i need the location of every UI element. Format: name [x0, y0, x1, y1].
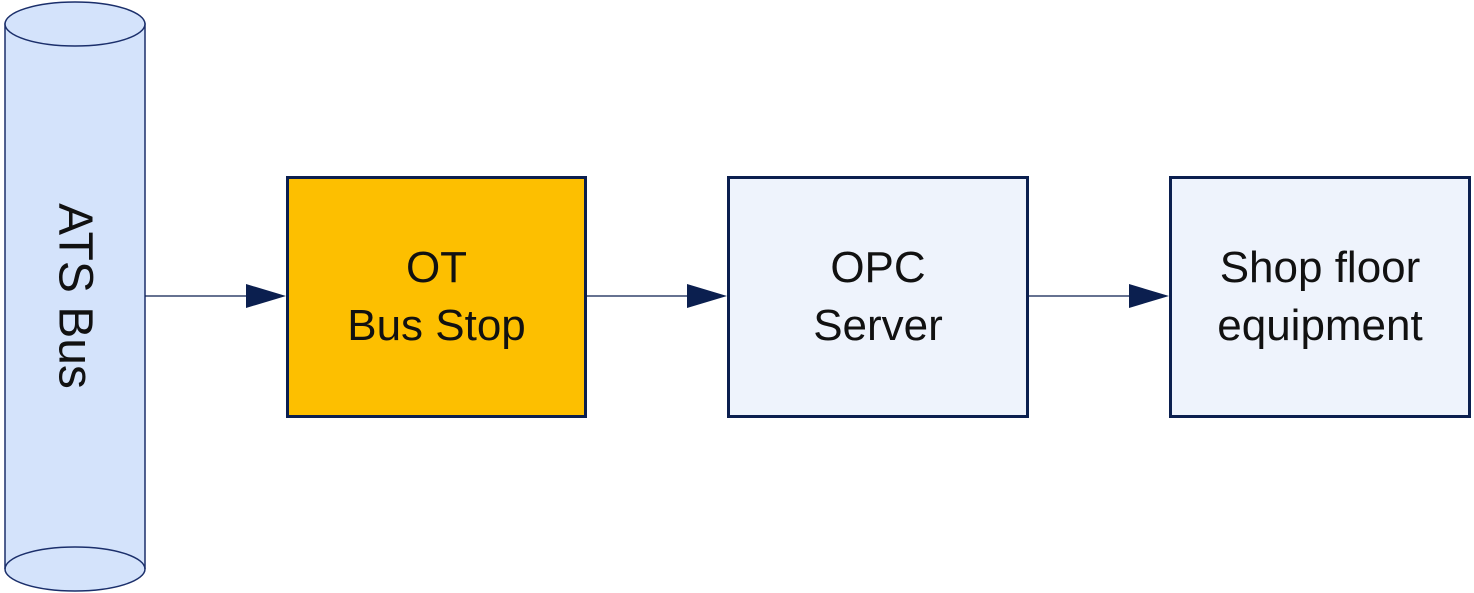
arrowhead	[687, 284, 727, 308]
cylinder-bottom-rim	[4, 546, 146, 570]
ot-bus-stop-line-2: Bus Stop	[347, 301, 526, 350]
shop-floor-equipment-box[interactable]: Shop floor equipment	[1169, 176, 1471, 418]
connector-opc-to-shop	[1029, 284, 1169, 308]
ats-bus-label: ATS Bus	[48, 203, 102, 389]
shop-floor-line-2: equipment	[1217, 301, 1423, 350]
arrowhead	[1129, 284, 1169, 308]
ot-bus-stop-line-1: OT	[405, 243, 468, 292]
connector-ot-to-opc	[587, 284, 727, 308]
arrowhead	[246, 284, 286, 308]
cylinder-body	[4, 23, 146, 592]
opc-server-line-1: OPC	[830, 243, 926, 292]
ats-bus-cylinder	[4, 1, 146, 592]
cylinder-top-cap	[4, 1, 146, 47]
connector-bus-to-ot	[145, 284, 286, 308]
opc-server-line-2: Server	[813, 301, 943, 350]
opc-server-box[interactable]: OPC Server	[727, 176, 1029, 418]
ot-bus-stop-box[interactable]: OT Bus Stop	[286, 176, 587, 418]
shop-floor-line-1: Shop floor	[1219, 243, 1421, 292]
